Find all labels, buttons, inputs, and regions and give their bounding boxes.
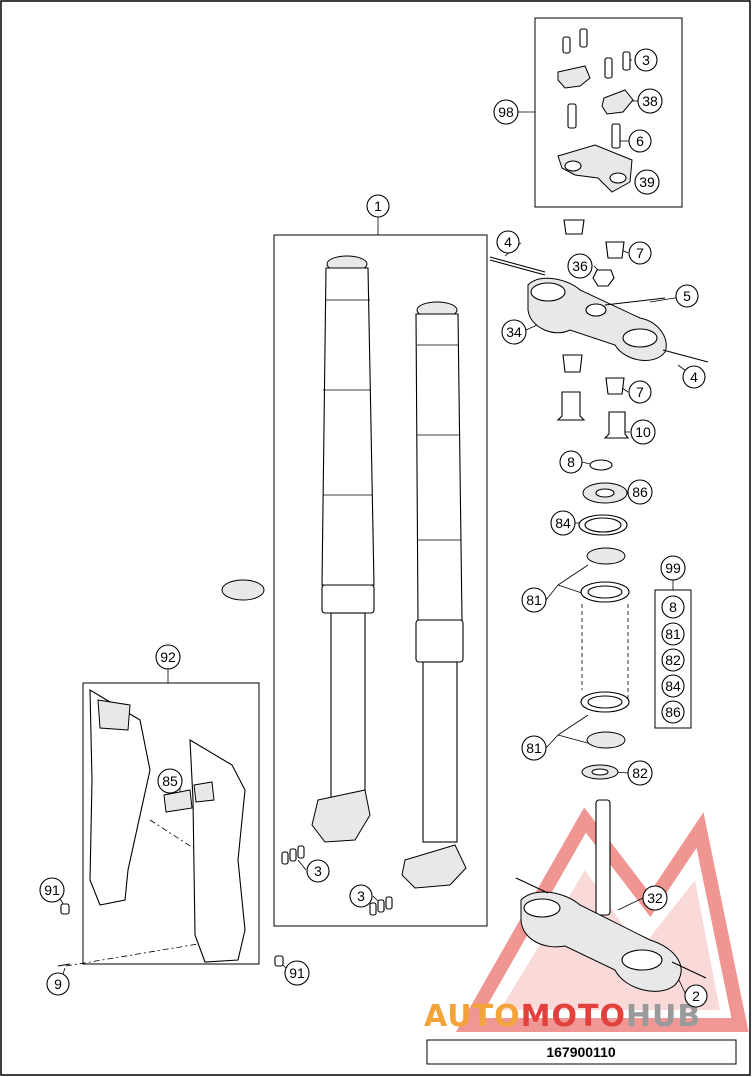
- svg-text:3: 3: [357, 888, 365, 904]
- steering-bearings: [578, 482, 630, 780]
- drawing-code: 167900110: [546, 1044, 616, 1060]
- callout-3-right: 3: [349, 884, 373, 908]
- svg-text:36: 36: [572, 258, 588, 274]
- callouts: 1 98 3 38 6 39 4 7 36 5 34 4 7 10 8 86 8…: [39, 48, 708, 1008]
- callout-4-top: 4: [496, 230, 520, 254]
- callout-6: 6: [628, 129, 652, 153]
- fork-leg-left: [311, 255, 375, 843]
- svg-text:91: 91: [289, 965, 305, 981]
- svg-text:8: 8: [669, 599, 677, 615]
- svg-text:7: 7: [636, 384, 644, 400]
- lower-triple-clamp: [515, 799, 707, 992]
- upper-triple-clamp: [489, 219, 709, 471]
- svg-text:3: 3: [642, 52, 650, 68]
- watermark-moto: MOTO: [521, 999, 626, 1034]
- fork-guards: [89, 689, 246, 963]
- callout-7-bottom: 7: [628, 380, 652, 404]
- fork-assembly-box: [273, 234, 488, 927]
- svg-text:2: 2: [692, 988, 700, 1004]
- svg-text:82: 82: [632, 765, 648, 781]
- kit99-item-8: 8: [661, 595, 685, 619]
- callout-8: 8: [559, 450, 583, 474]
- callout-3-kit: 3: [634, 48, 658, 72]
- callout-91-left: 91: [39, 877, 65, 903]
- svg-text:32: 32: [647, 890, 663, 906]
- handlebar-clamp-kit-box: [534, 17, 683, 208]
- watermark-hub: HUB: [626, 999, 701, 1034]
- kit99-item-81: 81: [661, 622, 685, 646]
- callout-36: 36: [567, 253, 593, 279]
- callout-32: 32: [642, 885, 668, 911]
- svg-text:98: 98: [498, 104, 514, 120]
- svg-text:7: 7: [636, 245, 644, 261]
- callout-82: 82: [627, 760, 653, 786]
- kit99-item-86: 86: [661, 700, 685, 724]
- callout-99: 99: [660, 555, 686, 581]
- callout-5: 5: [675, 284, 699, 308]
- svg-text:99: 99: [665, 560, 681, 576]
- callout-34: 34: [501, 319, 527, 345]
- callout-81-top: 81: [521, 587, 547, 613]
- guard-dash-line-bottom: [65, 941, 211, 967]
- callout-9: 9: [46, 972, 70, 996]
- watermark-auto: AUTO: [424, 999, 521, 1034]
- callout-7-top: 7: [628, 241, 652, 265]
- svg-text:38: 38: [642, 93, 658, 109]
- svg-text:85: 85: [162, 773, 178, 789]
- screw-sets: [57, 845, 393, 967]
- svg-text:34: 34: [506, 324, 522, 340]
- svg-text:39: 39: [639, 174, 655, 190]
- callout-81-bottom: 81: [521, 735, 547, 761]
- svg-text:10: 10: [635, 424, 651, 440]
- svg-text:81: 81: [526, 592, 542, 608]
- svg-text:8: 8: [567, 454, 575, 470]
- svg-text:3: 3: [314, 863, 322, 879]
- svg-text:81: 81: [665, 626, 681, 642]
- kit99-item-82: 82: [661, 648, 685, 672]
- watermark-text: AUTOMOTOHUB: [424, 999, 701, 1034]
- svg-text:91: 91: [44, 882, 60, 898]
- loose-ring: [221, 579, 265, 601]
- guard-dash-line-top: [149, 819, 233, 874]
- callout-2: 2: [684, 984, 708, 1008]
- svg-text:84: 84: [555, 515, 571, 531]
- svg-text:4: 4: [504, 234, 512, 250]
- fork-guard-box: [82, 682, 260, 965]
- svg-text:86: 86: [665, 704, 681, 720]
- callout-4-bottom: 4: [682, 365, 706, 389]
- kit99-list: 8 81 82 84 86: [661, 595, 685, 724]
- svg-text:82: 82: [665, 652, 681, 668]
- svg-text:86: 86: [632, 484, 648, 500]
- callout-92: 92: [155, 644, 181, 670]
- callout-3-left: 3: [306, 859, 330, 883]
- svg-text:5: 5: [683, 288, 691, 304]
- callout-98: 98: [493, 99, 519, 125]
- callout-39: 39: [634, 169, 660, 195]
- svg-text:9: 9: [54, 976, 62, 992]
- callout-91-right: 91: [284, 960, 310, 986]
- callout-1: 1: [366, 194, 390, 218]
- callout-86: 86: [627, 479, 653, 505]
- handlebar-clamp-kit: [557, 28, 634, 193]
- callout-84: 84: [550, 510, 576, 536]
- kit99-item-84: 84: [661, 674, 685, 698]
- svg-text:84: 84: [665, 678, 681, 694]
- callout-85: 85: [157, 768, 183, 794]
- svg-text:6: 6: [636, 133, 644, 149]
- svg-text:92: 92: [160, 649, 176, 665]
- fork-leg-right: [401, 301, 467, 889]
- drawing-code-box: [426, 1039, 737, 1065]
- svg-text:1: 1: [374, 198, 382, 214]
- callout-38: 38: [637, 88, 663, 114]
- svg-text:81: 81: [526, 740, 542, 756]
- callout-10: 10: [630, 419, 656, 445]
- svg-text:4: 4: [690, 369, 698, 385]
